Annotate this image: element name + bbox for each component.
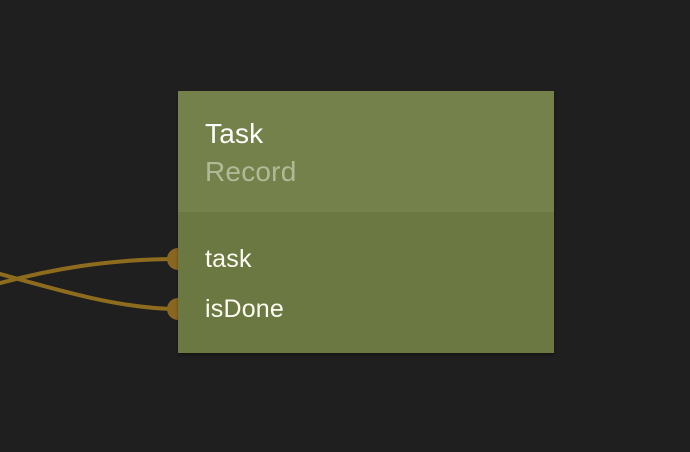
wire-to-task[interactable]: [0, 257, 180, 287]
node-body: task isDone: [178, 212, 554, 353]
wire-to-isdone[interactable]: [0, 270, 180, 311]
node-title: Task: [205, 118, 264, 149]
field-row-task: task: [178, 234, 554, 284]
field-row-isdone: isDone: [178, 284, 554, 334]
node-header[interactable]: Task Record: [178, 91, 554, 212]
node-task-record[interactable]: Task Record task isDone: [178, 91, 554, 353]
field-label-task: task: [205, 244, 252, 273]
node-subtitle: Record: [205, 156, 297, 187]
field-label-isdone: isDone: [205, 294, 285, 323]
